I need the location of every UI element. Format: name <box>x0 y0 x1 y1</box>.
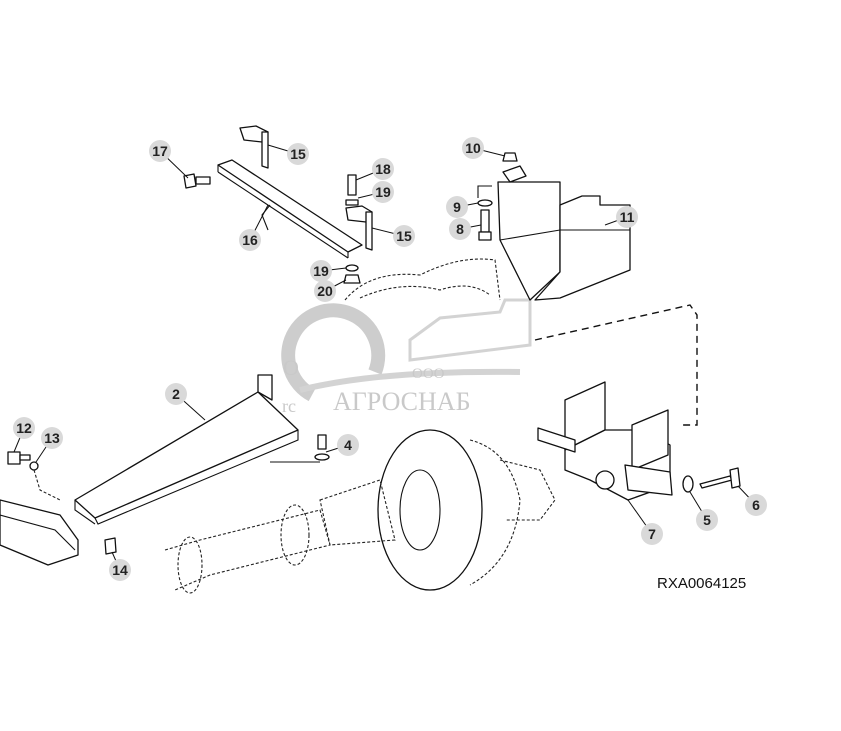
part-17-bolt <box>183 173 211 189</box>
gearbox-top <box>344 258 501 301</box>
callout-10: 10 <box>462 137 506 159</box>
callout-13: 13 <box>35 427 63 463</box>
callout-label: 15 <box>396 228 412 244</box>
callout-badge <box>314 280 336 302</box>
callout-badge <box>372 158 394 180</box>
callout-9: 9 <box>446 196 479 218</box>
part-15-bracket <box>239 125 373 251</box>
part-2-shield <box>74 374 320 525</box>
callout-badge <box>310 260 332 282</box>
callout-badge <box>449 218 471 240</box>
callout-20: 20 <box>314 279 347 302</box>
callout-label: 5 <box>703 512 711 528</box>
callout-badge <box>337 434 359 456</box>
callout-14: 14 <box>109 551 131 581</box>
drawing-code: RXA0064125 <box>657 575 747 592</box>
callout-badge <box>641 523 663 545</box>
part-7-bracket <box>537 381 673 501</box>
callout-19: 19 <box>357 181 394 203</box>
callout-label: 6 <box>752 497 760 513</box>
callout-2: 2 <box>165 383 206 421</box>
callout-4: 4 <box>325 434 359 456</box>
callout-label: 19 <box>375 184 391 200</box>
callout-label: 18 <box>375 161 391 177</box>
callout-label: 13 <box>44 430 60 446</box>
callout-badge <box>109 559 131 581</box>
part-16-support-bar <box>217 159 363 259</box>
callout-label: 19 <box>313 263 329 279</box>
callout-15: 15 <box>267 143 309 165</box>
callout-badge <box>149 140 171 162</box>
callout-badge <box>745 494 767 516</box>
callout-18: 18 <box>355 158 394 181</box>
part-5-6-washer-bolt <box>682 467 741 493</box>
callout-label: 17 <box>152 143 168 159</box>
watermark-agrosnab: АГРОСНАБ <box>333 387 471 416</box>
callout-19: 19 <box>310 260 347 282</box>
watermark-fragment: rc <box>282 396 296 416</box>
callout-16: 16 <box>239 204 269 251</box>
callout-6: 6 <box>737 485 767 516</box>
callout-badge <box>393 225 415 247</box>
callout-badge <box>446 196 468 218</box>
callout-17: 17 <box>149 140 189 179</box>
callout-badge <box>287 143 309 165</box>
callout-label: 10 <box>465 140 481 156</box>
callout-label: 14 <box>112 562 128 578</box>
callout-label: 4 <box>344 437 352 453</box>
callout-label: 20 <box>317 283 333 299</box>
callout-badge <box>239 229 261 251</box>
callout-label: 7 <box>648 526 656 542</box>
callout-label: 2 <box>172 386 180 402</box>
callout-badge <box>616 206 638 228</box>
callout-15: 15 <box>371 225 415 247</box>
side-shield <box>0 469 79 566</box>
callout-badge <box>462 137 484 159</box>
callout-label: 15 <box>290 146 306 162</box>
dashed-link <box>534 304 698 426</box>
callout-7: 7 <box>627 499 663 545</box>
callout-label: 12 <box>16 420 32 436</box>
part-4-bolt <box>314 434 330 461</box>
callouts: 17 15 18 19 15 16 19 20 10 9 8 11 2 4 12 13 14 5 6 7 <box>13 137 767 581</box>
drive-hub <box>319 429 556 591</box>
callout-label: 9 <box>453 199 461 215</box>
watermark-logo: ООО АГРОСНАБ О rc <box>281 298 532 416</box>
callout-5: 5 <box>689 491 718 531</box>
callout-badge <box>372 181 394 203</box>
watermark-fragment: О <box>283 355 299 380</box>
callout-badge <box>165 383 187 405</box>
callout-12: 12 <box>13 417 35 453</box>
callout-badge <box>696 509 718 531</box>
callout-label: 11 <box>620 209 635 225</box>
driveshaft <box>164 504 331 594</box>
part-8-9-10-hardware <box>477 152 518 241</box>
watermark-ooo: ООО <box>412 366 445 382</box>
part-12-13-14-hardware <box>7 451 117 555</box>
part-19-20-nuts <box>343 264 361 284</box>
callout-label: 16 <box>242 232 258 248</box>
callout-11: 11 <box>604 206 638 228</box>
callout-badge <box>13 417 35 439</box>
part-18-bolt <box>345 174 359 206</box>
callout-label: 8 <box>456 221 464 237</box>
callout-8: 8 <box>449 218 482 240</box>
part-11-shield <box>497 165 631 301</box>
callout-badge <box>41 427 63 449</box>
